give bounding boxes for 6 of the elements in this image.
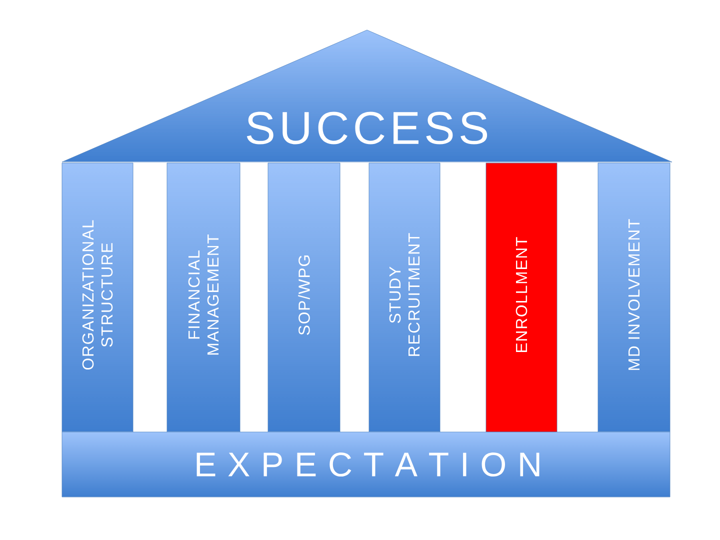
pillar-column: FINANCIAL MANAGEMENT (166, 162, 240, 432)
pillar-column: STUDY RECRUITMENT (368, 162, 440, 432)
pillar-column: SOP/WPG (268, 162, 340, 432)
pillar-column: ORGANIZATIONAL STRUCTURE (62, 162, 134, 432)
pillar-column: MD INVOLVEMENT (598, 162, 670, 432)
pillar-column: ENROLLMENT (486, 162, 558, 432)
